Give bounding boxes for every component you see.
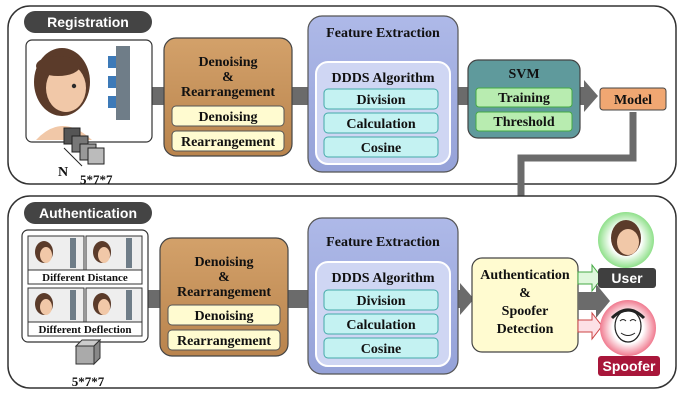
svm-step-1 [475,111,573,132]
distance-thumbnails [27,235,143,271]
authentication-denoise-step-0-label: Denoising [194,309,253,324]
registration-feature-title: Feature Extraction [326,26,440,41]
authentication-ddds-step-2 [323,337,439,359]
data-cube-icon [63,127,105,165]
authentication-denoise-title-3: Rearrangement [177,285,271,300]
authentication-ddds-step-0-label: Division [356,294,405,309]
authentication-ddds-title: DDDS Algorithm [331,271,434,286]
deflection-caption-box [27,321,143,337]
registration-ddds-step-0 [323,88,439,110]
registration-input-dims: 5*7*7 [80,172,113,187]
registration-ddds-title: DDDS Algorithm [331,71,434,86]
registration-ddds-step-2-label: Cosine [361,141,401,156]
authentication-denoise-step-1 [167,329,281,351]
spoofer-mask-icon [610,308,646,343]
registration-denoise-step-0-label: Denoising [198,110,257,125]
detection-title-3: Spoofer [502,304,549,319]
model-label: Model [614,93,652,108]
svm-step-0-label: Training [498,91,550,106]
registration-denoise-title-1: Denoising [198,55,257,70]
registration-ddds-step-1-label: Calculation [346,117,415,132]
svm-step-1-label: Threshold [493,115,554,130]
registration-denoise-step-1-label: Rearrangement [181,135,275,150]
deflection-thumbnails [27,287,143,323]
authentication-flow-arrowhead [460,283,474,315]
distance-caption: Different Distance [42,272,128,284]
radar-device-icon [126,238,132,268]
authentication-input-dims: 5*7*7 [72,374,105,389]
user-badge [598,268,656,288]
distance-caption-box [27,269,143,285]
authentication-denoise-step-1-label: Rearrangement [177,334,271,349]
authentication-badge [24,202,152,224]
authentication-ddds-step-0 [323,289,439,311]
decision-arrow [578,284,610,318]
spoofer-label: Spoofer [603,358,656,374]
authentication-ddds-step-1 [323,313,439,335]
authentication-denoise-title-1: Denoising [194,255,253,270]
registration-label: Registration [47,14,129,30]
detection-title-4: Detection [497,322,554,337]
radar-device-icon [108,46,130,120]
radar-device-icon [126,290,132,320]
authentication-ddds-step-2-label: Cosine [361,342,401,357]
svm-title: SVM [508,67,539,82]
registration-denoise-step-1 [171,130,285,152]
data-cube-icon [74,338,102,366]
radar-device-icon [70,290,76,320]
authentication-denoise-title-2: & [218,270,230,285]
spoofer-arrow [577,311,603,341]
spoofer-badge [598,356,660,376]
person-avatar-icon [611,220,641,256]
registration-flow-arrowhead [584,80,598,112]
registration-ddds-step-0-label: Division [356,93,405,108]
cube-stack-measure [63,147,83,167]
authentication-label: Authentication [39,205,137,221]
registration-denoise-step-0 [171,105,285,127]
authentication-ddds-step-1-label: Calculation [346,318,415,333]
detection-title-1: Authentication [480,268,570,283]
deflection-caption: Different Deflection [39,324,132,336]
model-box [599,87,667,111]
registration-denoise-title-3: Rearrangement [181,85,275,100]
registration-ddds-step-2 [323,136,439,158]
detection-title-2: & [519,286,531,301]
authentication-denoise-block [159,237,289,357]
authentication-denoise-step-0 [167,304,281,326]
registration-ddds-step-1 [323,112,439,134]
radar-device-icon [70,238,76,268]
model-to-detection-connector [517,112,637,224]
registration-denoise-title-2: & [222,70,234,85]
svm-step-0 [475,87,573,108]
registration-badge [24,11,152,33]
authentication-feature-title: Feature Extraction [326,235,440,250]
registration-input-n: N [58,165,68,180]
user-label: User [611,270,643,286]
